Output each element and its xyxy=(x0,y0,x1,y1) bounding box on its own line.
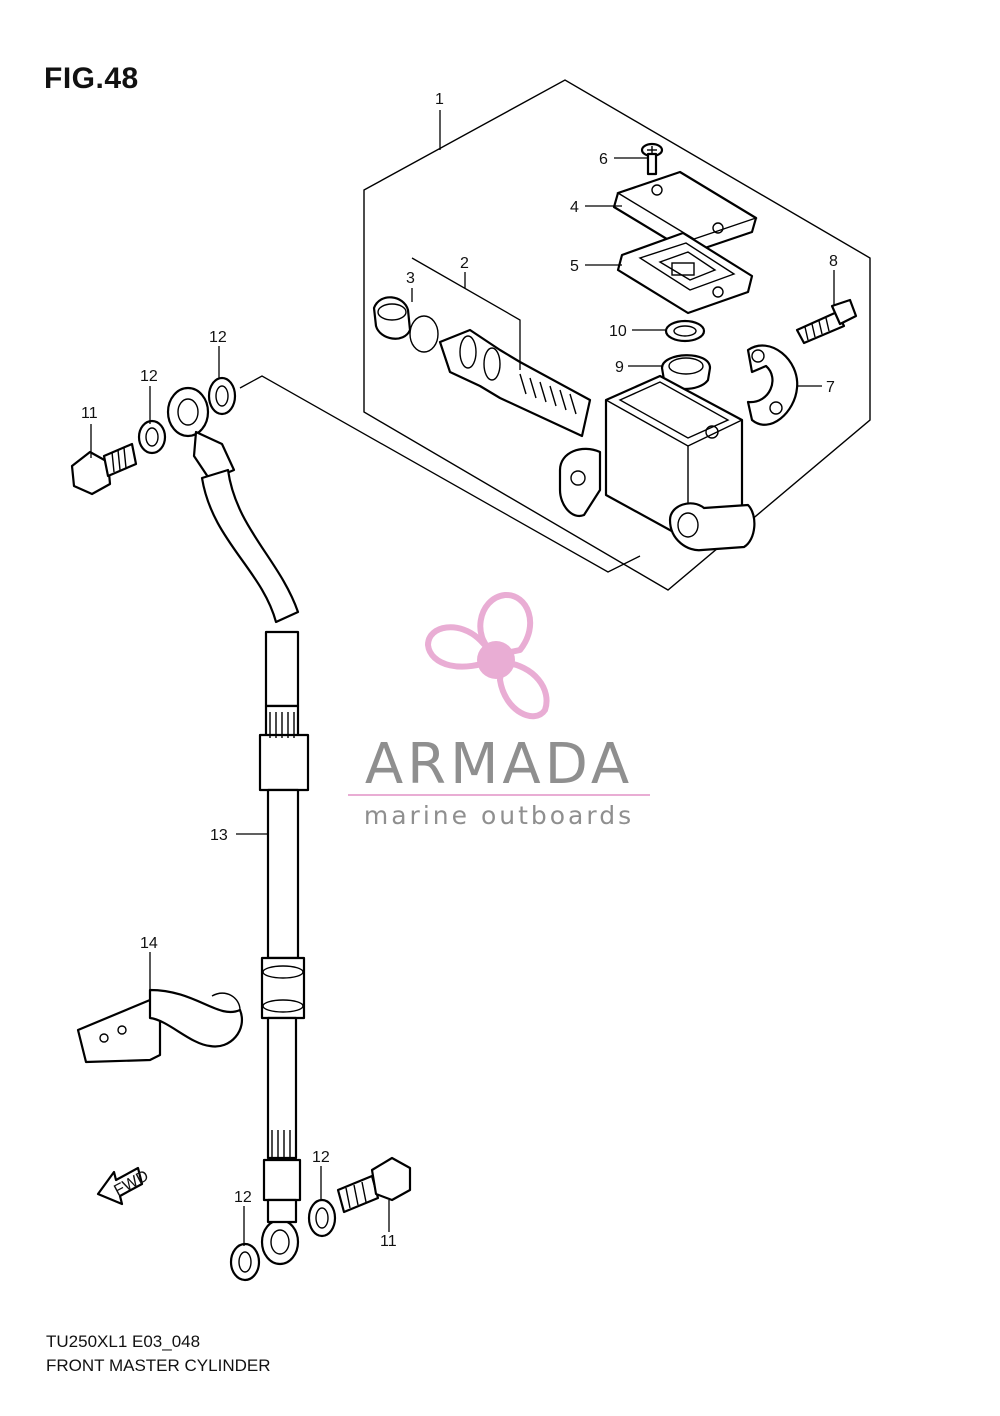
watermark-hub-icon xyxy=(477,641,515,679)
callout-8: 8 xyxy=(829,253,838,270)
part-6-screw xyxy=(640,142,664,176)
part-8-bolt xyxy=(795,298,858,345)
callout-1: 1 xyxy=(435,91,444,108)
callout-3: 3 xyxy=(406,270,415,287)
callout-11-bottom: 11 xyxy=(380,1233,397,1250)
callout-9: 9 xyxy=(615,359,624,376)
callout-13: 13 xyxy=(210,827,228,844)
part-2-piston-assembly xyxy=(438,328,592,438)
part-7-clamp xyxy=(746,344,799,426)
part-12-washer-top-b xyxy=(207,376,237,416)
callout-14: 14 xyxy=(140,935,158,952)
part-14-bracket xyxy=(76,988,243,1064)
part-12-washer-bottom-b xyxy=(307,1198,337,1238)
callout-4: 4 xyxy=(570,199,579,216)
part-3-seal xyxy=(372,296,439,353)
part-5-diaphragm xyxy=(616,231,754,315)
figure-caption: FRONT MASTER CYLINDER xyxy=(46,1356,271,1375)
callout-5: 5 xyxy=(570,258,579,275)
part-10-o-ring xyxy=(664,319,706,343)
part-13-brake-hose xyxy=(166,386,310,1266)
part-11-banjo-bolt-bottom xyxy=(336,1156,412,1214)
watermark-logo: ARMADA marine outboards xyxy=(348,591,650,830)
callout-11-top: 11 xyxy=(81,405,98,422)
callout-7: 7 xyxy=(826,379,835,396)
callout-12-bottom-a: 12 xyxy=(234,1189,252,1206)
watermark-tagline: marine outboards xyxy=(364,801,634,830)
figure-title: FIG.48 xyxy=(44,62,139,95)
callout-12-top-a: 12 xyxy=(140,368,158,385)
forward-direction-arrow: FWD xyxy=(96,1166,152,1206)
master-cylinder-body xyxy=(558,374,756,552)
callout-12-top-b: 12 xyxy=(209,329,227,346)
callout-2: 2 xyxy=(460,255,469,272)
model-code: TU250XL1 E03_048 xyxy=(46,1332,201,1351)
callout-10: 10 xyxy=(609,323,627,340)
watermark-propeller-icon xyxy=(425,591,550,720)
part-12-washer-top-a xyxy=(137,419,167,455)
figure-footer: TU250XL1 E03_048 FRONT MASTER CYLINDER xyxy=(46,1330,271,1378)
watermark-brand: ARMADA xyxy=(365,732,633,797)
part-12-washer-bottom-a xyxy=(229,1242,261,1282)
callout-6: 6 xyxy=(599,151,608,168)
callout-labels: 1 2 3 4 5 6 7 8 9 10 11 11 12 12 12 12 1… xyxy=(81,91,838,1250)
assembly-group-outline xyxy=(363,79,871,591)
leader-lines xyxy=(90,110,835,1246)
part-11-banjo-bolt-top xyxy=(70,442,138,496)
callout-12-bottom-b: 12 xyxy=(312,1149,330,1166)
part-4-reservoir-cap xyxy=(612,170,758,255)
